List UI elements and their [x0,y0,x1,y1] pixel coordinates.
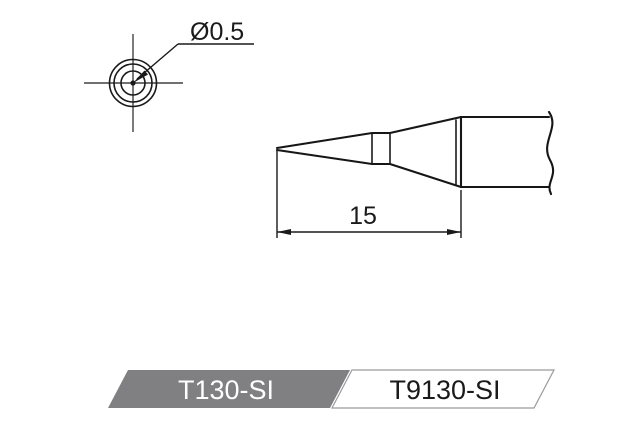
banner-segment-left [108,370,350,408]
taper-edge-top [275,115,463,150]
end-view-circles [84,34,183,132]
length-dimension: 15 [276,150,462,238]
break-line [546,110,555,196]
circle-middle [113,63,153,103]
dimension-arrowhead-left [277,229,291,235]
circle-inner [120,70,146,96]
diameter-dimension: Ø0.5 [133,18,254,83]
taper-edge-bottom [275,148,463,189]
diameter-label: Ø0.5 [190,18,244,46]
length-label: 15 [349,202,377,230]
model-banner: T130-SI T9130-SI [108,369,555,409]
tip-profile-view [275,110,555,196]
diameter-leader-arrowhead [133,70,148,83]
banner-segment-right [331,369,555,409]
dimension-arrowhead-right [447,229,461,235]
circle-outer [108,58,158,108]
banner-label-left: T130-SI [178,375,274,405]
banner-label-right: T9130-SI [389,375,500,405]
